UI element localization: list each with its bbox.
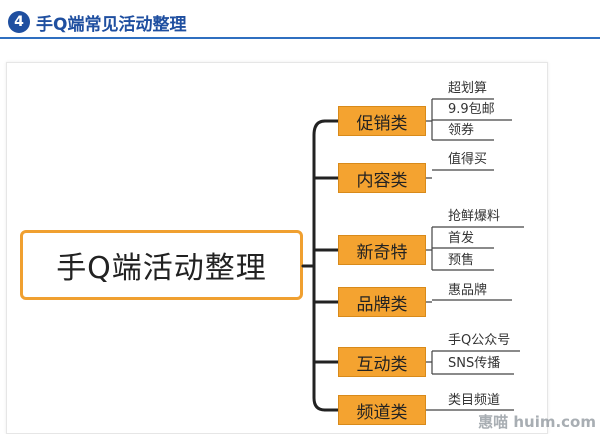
leaf-item: 首发 — [448, 231, 475, 246]
leaf-item: 超划算 — [448, 81, 488, 96]
category-brand: 品牌类 — [338, 287, 426, 317]
site-watermark: 惠喵 huim.com — [478, 413, 596, 431]
leaf-item: 抢鲜爆料 — [448, 209, 501, 224]
leaf-item: 值得买 — [448, 152, 488, 167]
leaf-item: 9.9包邮 — [448, 102, 495, 117]
trunk-connector — [312, 119, 327, 412]
category-interaction: 互动类 — [338, 347, 426, 377]
leaf-bracket-category-2 — [426, 169, 494, 179]
leaf-item: 领券 — [448, 123, 475, 138]
leaf-item: 手Q公众号 — [448, 333, 511, 348]
page-title: 手Q端常见活动整理 — [36, 15, 187, 35]
step-number-badge: 4 — [8, 11, 30, 33]
mindmap-root: 手Q端活动整理 — [20, 230, 303, 300]
leaf-item: SNS传播 — [448, 356, 501, 371]
leaf-bracket-category-4 — [426, 299, 512, 303]
leaf-bracket-category-3 — [426, 226, 524, 271]
header-divider — [0, 37, 600, 39]
category-channel: 频道类 — [338, 395, 426, 425]
leaf-item: 预售 — [448, 253, 475, 268]
category-promotion: 促销类 — [338, 106, 426, 136]
category-content: 内容类 — [338, 163, 426, 193]
leaf-bracket-category-5 — [426, 350, 520, 375]
category-novelty: 新奇特 — [338, 235, 426, 265]
page-header: 4 手Q端常见活动整理 — [0, 0, 600, 40]
leaf-item: 惠品牌 — [448, 283, 488, 298]
leaf-bracket-category-1 — [426, 98, 512, 141]
leaf-item: 类目频道 — [448, 393, 501, 408]
